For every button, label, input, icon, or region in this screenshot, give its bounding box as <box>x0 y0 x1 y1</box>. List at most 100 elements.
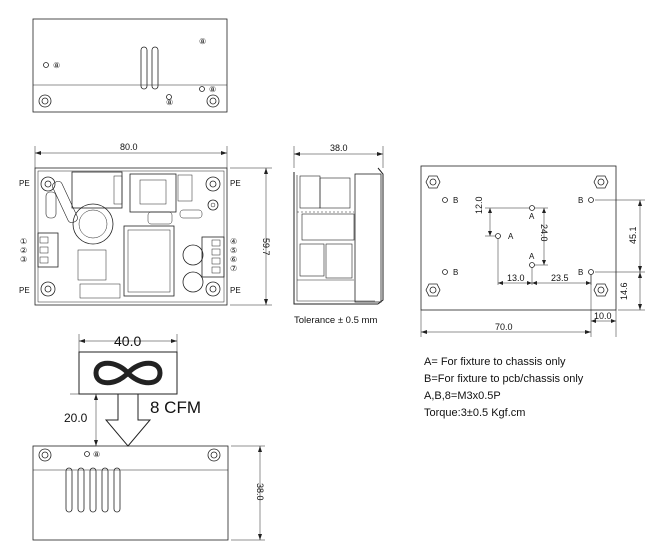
hole-a <box>495 233 501 239</box>
airflow-arrow <box>104 394 152 447</box>
vent-slot <box>151 46 159 90</box>
vent-slot <box>77 467 85 513</box>
vent-slot <box>140 46 148 90</box>
mount-hole <box>40 176 56 192</box>
hole-label: ⑧ <box>199 37 206 46</box>
pe-label: PE <box>19 179 30 188</box>
hole-b-label: B <box>578 196 583 205</box>
input-connector <box>37 232 59 268</box>
hole-b-label: B <box>578 268 583 277</box>
dim-70: 70.0 <box>495 322 513 332</box>
vent-slot <box>101 467 109 513</box>
hole-label: ⑧ <box>53 61 60 70</box>
pin-label: ⑥ <box>230 255 237 264</box>
mount-hole-inner <box>44 285 52 293</box>
cfm-label: 8 CFM <box>150 398 201 417</box>
hole-b-label: B <box>453 196 458 205</box>
dim-45-1: 45.1 <box>628 226 638 244</box>
mount-hole-inner <box>41 97 49 105</box>
dim-14-6: 14.6 <box>619 282 629 300</box>
dim-23-5: 23.5 <box>551 273 569 283</box>
top-view-outline <box>32 18 228 113</box>
gap-dimension: 20.0 <box>64 411 88 425</box>
front-view: 80.0 59.7 <box>19 142 272 306</box>
mount-hole <box>205 281 221 297</box>
side-view: 38.0 <box>293 143 384 305</box>
dim-10: 10.0 <box>594 311 612 321</box>
hex-nut <box>425 175 441 189</box>
note-a: A= For fixture to chassis only <box>424 356 566 368</box>
vent-slot <box>89 467 97 513</box>
hex-nut <box>593 283 609 297</box>
mount-hole <box>207 448 221 462</box>
mount-hole <box>38 448 52 462</box>
pin-label: ④ <box>230 237 237 246</box>
vent-slot <box>65 467 73 513</box>
screw-hole <box>199 86 205 92</box>
pe-label: PE <box>230 179 241 188</box>
hole-b <box>442 197 448 203</box>
capacitor <box>182 271 204 293</box>
hole-b <box>442 269 448 275</box>
mount-hole <box>205 176 221 192</box>
screw-hole <box>166 94 172 100</box>
capacitor <box>72 203 114 245</box>
airflow-diagram: 40.0 8 CFM 20.0 <box>64 333 201 447</box>
fan-box <box>78 351 178 395</box>
component <box>71 171 123 209</box>
pin-label: ⑤ <box>230 246 237 255</box>
mount-hole-inner <box>209 97 217 105</box>
heatsink <box>123 225 175 297</box>
hole-a-label: A <box>508 232 514 241</box>
side-width-dimension: 38.0 <box>330 143 348 153</box>
pe-label: PE <box>19 286 30 295</box>
hole-a-label: A <box>529 212 535 221</box>
infinity-symbol <box>93 360 163 386</box>
pcb-board <box>34 167 228 306</box>
screw-hole <box>84 451 90 457</box>
hole-b <box>588 197 594 203</box>
note-b: B=For fixture to pcb/chassis only <box>424 373 584 385</box>
screw-hole <box>43 62 49 68</box>
hole-b <box>588 269 594 275</box>
hole-b-label: B <box>453 268 458 277</box>
hole-label: ⑧ <box>209 85 216 94</box>
width-dimension: 80.0 <box>120 142 138 152</box>
pin-label: ② <box>20 246 27 255</box>
tolerance-note: Tolerance ± 0.5 mm <box>294 315 377 326</box>
pin-label: ③ <box>20 255 27 264</box>
pe-label: PE <box>230 286 241 295</box>
output-connector <box>201 236 225 278</box>
mounting-view: B B B B A A A 12.0 24.0 13.0 23.5 <box>420 165 645 337</box>
mount-hole-inner <box>44 180 52 188</box>
hex-nut <box>593 175 609 189</box>
top-view: ⑧ ⑧ ⑧ ⑧ <box>32 18 228 113</box>
capacitor <box>182 244 204 266</box>
bottom-view: ⑧ 38.0 <box>32 445 265 541</box>
bottom-view-outline <box>32 445 229 541</box>
hole-label: ⑧ <box>93 450 100 459</box>
mount-hole-inner <box>209 180 217 188</box>
mount-hole-inner <box>210 451 218 459</box>
bottom-height-dimension: 38.0 <box>255 483 265 501</box>
trimmer <box>207 199 219 211</box>
vent-slot <box>113 467 121 513</box>
dim-13: 13.0 <box>507 273 525 283</box>
mount-hole <box>40 281 56 297</box>
chassis-wall <box>354 173 382 303</box>
height-dimension: 59.7 <box>261 238 271 256</box>
hole-label: ⑧ <box>166 98 173 107</box>
hole-a <box>529 262 535 268</box>
note-torque: Torque:3±0.5 Kgf.cm <box>424 407 526 419</box>
note-thread: A,B,8=M3x0.5P <box>424 390 501 402</box>
transformer <box>129 173 177 213</box>
fan-width-dimension: 40.0 <box>114 333 141 349</box>
mount-hole <box>38 94 52 108</box>
dim-24: 24.0 <box>539 224 549 242</box>
pin-label: ① <box>20 237 27 246</box>
mount-hole-inner <box>41 451 49 459</box>
mounting-outline <box>420 165 617 311</box>
mount-hole-inner <box>209 285 217 293</box>
mount-hole <box>206 94 220 108</box>
